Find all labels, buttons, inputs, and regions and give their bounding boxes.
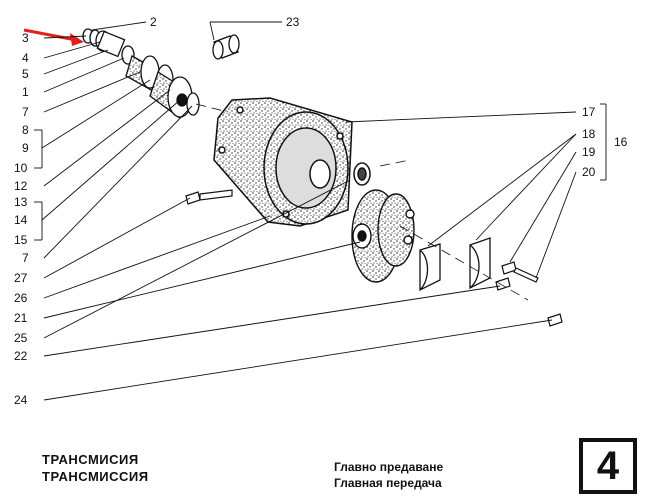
callout-19: 19: [582, 145, 596, 159]
callout-4: 4: [22, 51, 29, 65]
pinion-shaft-assembly: [82, 28, 200, 120]
highlight-arrow-icon: [23, 28, 84, 46]
callout-9: 9: [22, 141, 29, 155]
section-title-bg: ТРАНСМИСИЯ: [42, 452, 139, 467]
callout-10: 10: [14, 161, 28, 175]
callout-26: 26: [14, 291, 28, 305]
bolts: [185, 189, 563, 327]
callout-21: 21: [14, 311, 28, 325]
page-number: 4: [596, 444, 620, 488]
callout-24: 24: [14, 393, 28, 407]
leader-lines: [34, 21, 607, 401]
callout-12: 12: [14, 179, 28, 193]
callout-25: 25: [14, 331, 28, 345]
callout-15: 15: [14, 233, 28, 247]
callout-7b: 7: [22, 251, 29, 265]
assembly-axis-lines: [195, 103, 529, 301]
callout-16: 16: [614, 135, 628, 149]
callout-2: 2: [150, 15, 157, 29]
bearing-caps: [419, 237, 491, 292]
differential-housing: [213, 97, 371, 227]
callout-labels: 2 3 4 5 1 7 8 9 10 12 13 14 15 7 27 26 2…: [14, 15, 628, 407]
callout-14: 14: [14, 213, 28, 227]
bushing-part: [212, 34, 240, 60]
callout-5: 5: [22, 67, 29, 81]
callout-22: 22: [14, 349, 28, 363]
section-subtitle-ru: Главная передача: [334, 476, 442, 490]
callout-17: 17: [582, 105, 596, 119]
callout-27: 27: [14, 271, 28, 285]
callout-8: 8: [22, 123, 29, 137]
ring-gear-carrier: [351, 189, 415, 283]
callout-18: 18: [582, 127, 596, 141]
callout-7a: 7: [22, 105, 29, 119]
callout-1: 1: [22, 85, 29, 99]
page-number-box: 4: [579, 438, 637, 494]
callout-13: 13: [14, 195, 28, 209]
section-subtitle-bg: Главно предаване: [334, 460, 444, 474]
section-title-ru: ТРАНСМИССИЯ: [42, 469, 149, 484]
callout-20: 20: [582, 165, 596, 179]
callout-23: 23: [286, 15, 300, 29]
callout-3: 3: [22, 31, 29, 45]
